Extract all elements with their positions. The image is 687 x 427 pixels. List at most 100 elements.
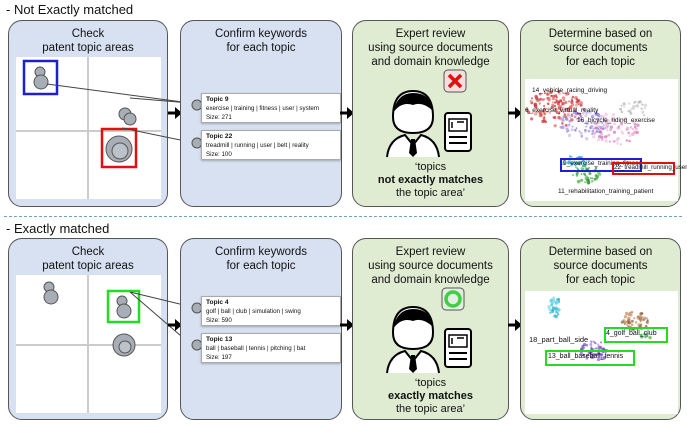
scatter-point — [555, 99, 559, 103]
scatter-point — [628, 134, 632, 138]
scatter-point — [588, 172, 592, 176]
scatter-point — [633, 317, 636, 320]
scatter-point — [637, 315, 639, 318]
scatter-point — [542, 109, 545, 113]
scatter-point — [585, 111, 589, 115]
section-title-not-matched: - Not Exactly matched — [6, 2, 134, 17]
highlight-box-green — [545, 350, 635, 366]
scatter-point — [595, 177, 599, 180]
scatter-point — [535, 110, 539, 114]
topic-card: Topic 9 exercise | training | fitness | … — [201, 93, 341, 123]
scatter-point — [592, 128, 595, 131]
green-circle-icon — [441, 287, 465, 311]
highlight-box-red — [612, 162, 675, 175]
scatter-point — [546, 110, 549, 113]
scatter-point — [580, 135, 583, 138]
scatter-point — [620, 104, 623, 107]
scatter-point — [602, 356, 607, 360]
scatter-point — [549, 304, 552, 306]
scatter-point — [581, 111, 585, 115]
scatter-point — [591, 177, 594, 180]
scatter-point — [640, 107, 643, 110]
scatter-point — [639, 333, 643, 337]
scatter-point — [592, 135, 596, 139]
scatter-point — [550, 94, 553, 97]
scatter-point — [632, 104, 636, 109]
expert-person-icon — [386, 89, 472, 158]
scatter-point — [608, 140, 611, 143]
scatter-point — [627, 102, 631, 105]
arrow-right-icon — [340, 319, 354, 331]
scatter-point — [611, 139, 615, 143]
scatter-point — [565, 127, 569, 131]
scatter-point — [563, 113, 567, 116]
panel-title: Determine based on source documents for … — [548, 246, 653, 286]
quote-line: the topic area’ — [395, 187, 466, 199]
arrow-right-icon — [168, 107, 182, 119]
scatter-point — [553, 124, 557, 128]
scatter-point — [570, 114, 574, 118]
scatter-point — [546, 92, 549, 96]
scatter-point — [619, 121, 624, 125]
red-x-icon — [443, 69, 467, 93]
panel-determine-top: Determine based on source documents for … — [520, 20, 687, 207]
scatter-point — [579, 118, 582, 121]
scatter-point — [646, 335, 649, 337]
scatter-point — [620, 124, 623, 127]
scatter-label: 22_treadmill_running_user — [614, 164, 687, 171]
scatter-point — [555, 300, 559, 305]
scatter-point — [538, 115, 541, 117]
scatter-point — [640, 312, 643, 315]
scatter-point — [621, 132, 624, 135]
scatter-point — [551, 101, 554, 104]
scatter-point — [580, 173, 583, 175]
scatter-point — [591, 133, 594, 135]
scatter-point — [564, 100, 568, 104]
scatter-point — [641, 110, 645, 114]
scatter-point — [579, 351, 583, 355]
scatter-point — [567, 100, 571, 103]
scatter-point — [642, 316, 647, 321]
scatter-point — [579, 160, 583, 164]
scatter-point — [590, 121, 593, 124]
scatter-point — [561, 125, 565, 129]
scatter-point — [544, 120, 547, 124]
scatter-point — [543, 108, 546, 111]
scatter-point — [591, 125, 593, 128]
scatter-point — [612, 130, 616, 134]
scatter-point — [622, 102, 626, 106]
scatter-point — [601, 127, 605, 131]
scatter-point — [601, 121, 604, 124]
scatter-point — [578, 130, 581, 133]
scatter-point — [600, 353, 603, 356]
scatter-point — [549, 311, 552, 315]
scatter-point — [572, 111, 577, 115]
scatter-point — [637, 100, 641, 104]
scatter-point — [620, 130, 623, 133]
scatter-point — [601, 115, 605, 119]
scatter-point — [618, 125, 621, 128]
scatter-point — [594, 126, 598, 130]
scatter-point — [548, 111, 551, 115]
scatter-point — [562, 115, 565, 118]
scatter-point — [547, 98, 551, 102]
scatter-point — [590, 114, 595, 119]
scatter-point — [568, 123, 571, 126]
scatter-point — [594, 111, 598, 115]
scatter-point — [643, 114, 646, 117]
scatter-point — [648, 336, 652, 340]
arrow-right-icon — [340, 107, 354, 119]
scatter-point — [554, 306, 558, 310]
scatter-point — [586, 178, 589, 182]
scatter-point — [607, 133, 611, 137]
scatter-point — [629, 126, 633, 129]
scatter-point — [629, 313, 633, 317]
scatter-point — [626, 320, 630, 324]
scatter-point — [585, 121, 590, 126]
scatter-point — [571, 95, 575, 98]
topic-keywords: ball | baseball | tennis | pitching | ba… — [206, 345, 306, 352]
scatter-point — [551, 299, 556, 303]
scatter-point — [628, 110, 632, 113]
scatter-point — [600, 341, 603, 344]
